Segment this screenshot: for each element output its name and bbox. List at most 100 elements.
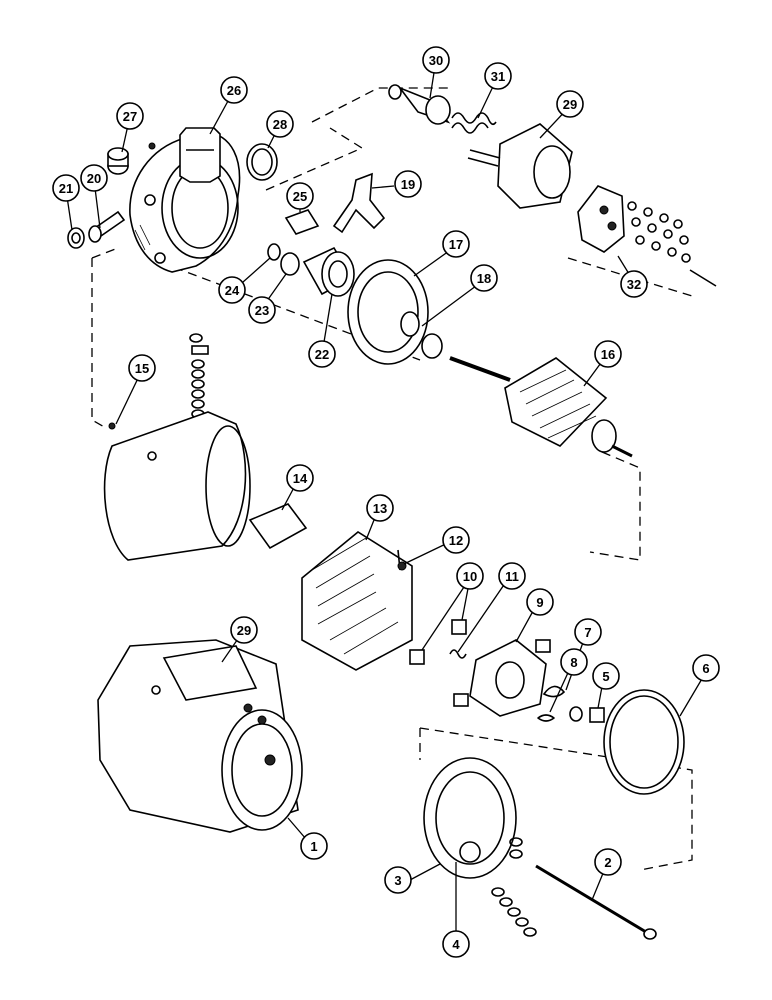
callout-26: 26 bbox=[220, 76, 248, 104]
shift-lever bbox=[332, 172, 386, 234]
svg-text:4: 4 bbox=[452, 937, 460, 952]
yoke bbox=[103, 411, 251, 561]
callout-13: 13 bbox=[366, 494, 394, 522]
callout-27: 27 bbox=[116, 102, 144, 130]
nut bbox=[67, 227, 85, 249]
callout-30: 30 bbox=[422, 46, 450, 74]
callout-14: 14 bbox=[286, 464, 314, 492]
callout-20: 20 bbox=[80, 164, 108, 192]
band bbox=[603, 689, 685, 795]
pad bbox=[284, 209, 320, 235]
svg-text:8: 8 bbox=[570, 655, 577, 670]
drive-end-housing bbox=[129, 127, 241, 273]
armature bbox=[449, 356, 633, 458]
callout-6: 6 bbox=[692, 654, 720, 682]
callout-23: 23 bbox=[248, 296, 276, 324]
svg-text:22: 22 bbox=[315, 347, 329, 362]
callout-19: 19 bbox=[394, 170, 422, 198]
svg-text:15: 15 bbox=[135, 361, 149, 376]
pole-shoe bbox=[248, 503, 308, 550]
callout-25: 25 bbox=[286, 182, 314, 210]
intermediate-bracket bbox=[347, 259, 429, 365]
field-coil bbox=[301, 531, 413, 671]
svg-text:5: 5 bbox=[602, 669, 609, 684]
callout-4: 4 bbox=[442, 930, 470, 958]
end-frame-fasteners bbox=[491, 837, 537, 937]
callout-3: 3 bbox=[384, 866, 412, 894]
callout-15: 15 bbox=[128, 354, 156, 382]
callout-8: 8 bbox=[560, 648, 588, 676]
svg-text:18: 18 bbox=[477, 271, 491, 286]
svg-text:21: 21 bbox=[59, 181, 73, 196]
thrust-washer bbox=[421, 333, 443, 359]
svg-text:1: 1 bbox=[310, 839, 317, 854]
svg-text:32: 32 bbox=[627, 277, 641, 292]
svg-text:25: 25 bbox=[293, 189, 307, 204]
callout-11: 11 bbox=[498, 562, 526, 590]
svg-text:28: 28 bbox=[273, 117, 287, 132]
shim bbox=[542, 685, 566, 698]
callout-12: 12 bbox=[442, 526, 470, 554]
plunger bbox=[388, 84, 451, 125]
brushes bbox=[409, 619, 467, 665]
callout-32: 32 bbox=[620, 270, 648, 298]
callout-5: 5 bbox=[592, 662, 620, 690]
svg-text:16: 16 bbox=[601, 347, 615, 362]
svg-text:10: 10 bbox=[463, 569, 477, 584]
svg-text:6: 6 bbox=[702, 661, 709, 676]
brush-spring bbox=[449, 649, 467, 659]
washer-and-bush bbox=[569, 706, 605, 723]
brush-plate bbox=[453, 639, 551, 717]
svg-text:23: 23 bbox=[255, 303, 269, 318]
svg-text:19: 19 bbox=[401, 177, 415, 192]
stud bbox=[88, 210, 126, 243]
callout-7: 7 bbox=[574, 618, 602, 646]
svg-text:14: 14 bbox=[293, 471, 308, 486]
svg-text:31: 31 bbox=[491, 69, 505, 84]
callout-21: 21 bbox=[52, 174, 80, 202]
svg-text:9: 9 bbox=[536, 595, 543, 610]
circlip bbox=[267, 243, 281, 261]
commutator-end-frame bbox=[423, 757, 517, 879]
bush bbox=[107, 147, 129, 175]
callouts: 1 2 3 4 5 6 7 8 9 10 11 12 13 14 15 16 1… bbox=[52, 46, 720, 958]
callout-22: 22 bbox=[308, 340, 336, 368]
callout-29-solenoid: 29 bbox=[556, 90, 584, 118]
svg-text:17: 17 bbox=[449, 237, 463, 252]
callout-29-assembly: 29 bbox=[230, 616, 258, 644]
svg-text:30: 30 bbox=[429, 53, 443, 68]
callout-28: 28 bbox=[266, 110, 294, 138]
callout-1: 1 bbox=[300, 832, 328, 860]
svg-text:2: 2 bbox=[604, 855, 611, 870]
spring-washer bbox=[537, 714, 555, 722]
solenoid bbox=[467, 123, 573, 209]
svg-text:20: 20 bbox=[87, 171, 101, 186]
washer bbox=[246, 143, 278, 181]
callout-10: 10 bbox=[456, 562, 484, 590]
svg-text:27: 27 bbox=[123, 109, 137, 124]
callout-31: 31 bbox=[484, 62, 512, 90]
solenoid-terminal-kit bbox=[577, 185, 717, 287]
assembled-starter-motor bbox=[97, 639, 303, 833]
svg-text:12: 12 bbox=[449, 533, 463, 548]
through-bolt bbox=[535, 864, 657, 940]
svg-text:13: 13 bbox=[373, 501, 387, 516]
pinion-drive bbox=[302, 246, 355, 297]
callout-16: 16 bbox=[594, 340, 622, 368]
collar bbox=[280, 252, 300, 276]
svg-text:11: 11 bbox=[505, 569, 519, 584]
callout-9: 9 bbox=[526, 588, 554, 616]
callout-24: 24 bbox=[218, 276, 246, 304]
svg-text:3: 3 bbox=[394, 873, 401, 888]
svg-text:24: 24 bbox=[225, 283, 240, 298]
svg-text:29: 29 bbox=[563, 97, 577, 112]
svg-text:26: 26 bbox=[227, 83, 241, 98]
callout-17: 17 bbox=[442, 230, 470, 258]
yoke-hardware bbox=[108, 333, 209, 430]
svg-text:7: 7 bbox=[584, 625, 591, 640]
callout-18: 18 bbox=[470, 264, 498, 292]
svg-text:29: 29 bbox=[237, 623, 251, 638]
callout-2: 2 bbox=[594, 848, 622, 876]
spring bbox=[451, 112, 497, 134]
